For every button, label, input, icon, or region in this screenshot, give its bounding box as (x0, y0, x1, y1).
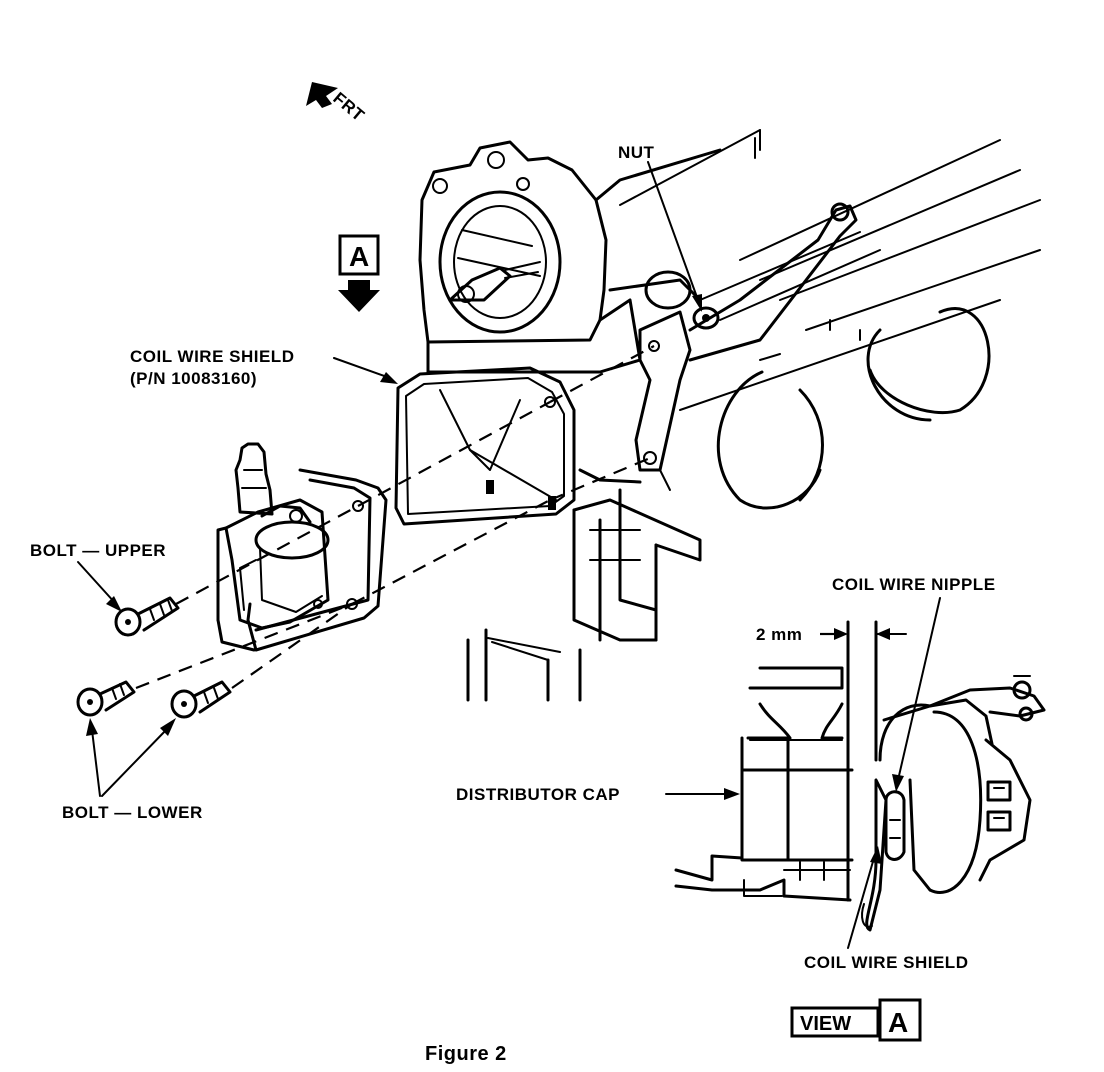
view-a-marker: A (338, 234, 380, 312)
figure-caption: Figure 2 (425, 1043, 507, 1065)
dimension-label: 2 mm (756, 625, 802, 644)
view-a-detail-drawing (674, 620, 1046, 932)
coil-wire-shield-view-label: COIL WIRE SHIELD (804, 953, 968, 972)
bolt-upper-part (114, 596, 180, 637)
bolt-lower-callout: BOLT — LOWER (62, 718, 203, 822)
distributor-cap-label: DISTRIBUTOR CAP (456, 785, 620, 804)
coil-wire-shield-view-callout: COIL WIRE SHIELD (804, 846, 968, 972)
coil-wire-shield-part (394, 366, 576, 526)
engine-block-drawing (418, 129, 1041, 702)
distributor-cap-callout: DISTRIBUTOR CAP (456, 785, 740, 804)
view-a-letter: A (888, 1007, 908, 1038)
bolt-lower-label: BOLT — LOWER (62, 803, 203, 822)
view-a-marker-letter: A (349, 241, 369, 272)
part-number-label: (P/N 10083160) (130, 369, 257, 388)
installation-alignment-lines (135, 345, 655, 690)
coil-wire-nipple-callout: COIL WIRE NIPPLE (832, 575, 996, 792)
bolt-lower-right-part (170, 680, 232, 719)
bolt-upper-label: BOLT — UPPER (30, 541, 166, 560)
dimension-callout: 2 mm (756, 625, 907, 644)
bolt-lower-left-part (76, 680, 136, 717)
front-label: FRT (329, 89, 368, 126)
coil-wire-shield-label: COIL WIRE SHIELD (130, 347, 294, 366)
bolt-upper-callout: BOLT — UPPER (30, 541, 166, 612)
coil-wire-shield-callout: COIL WIRE SHIELD (P/N 10083160) (130, 347, 398, 388)
nut-callout: NUT (618, 143, 702, 312)
nut-label: NUT (618, 143, 655, 162)
view-a-badge: VIEW A (790, 998, 922, 1042)
view-a-word: VIEW (800, 1013, 851, 1035)
coil-wire-nipple-label: COIL WIRE NIPPLE (832, 575, 996, 594)
ignition-coil-drawing (216, 442, 388, 652)
front-direction-arrow: FRT (306, 82, 368, 125)
